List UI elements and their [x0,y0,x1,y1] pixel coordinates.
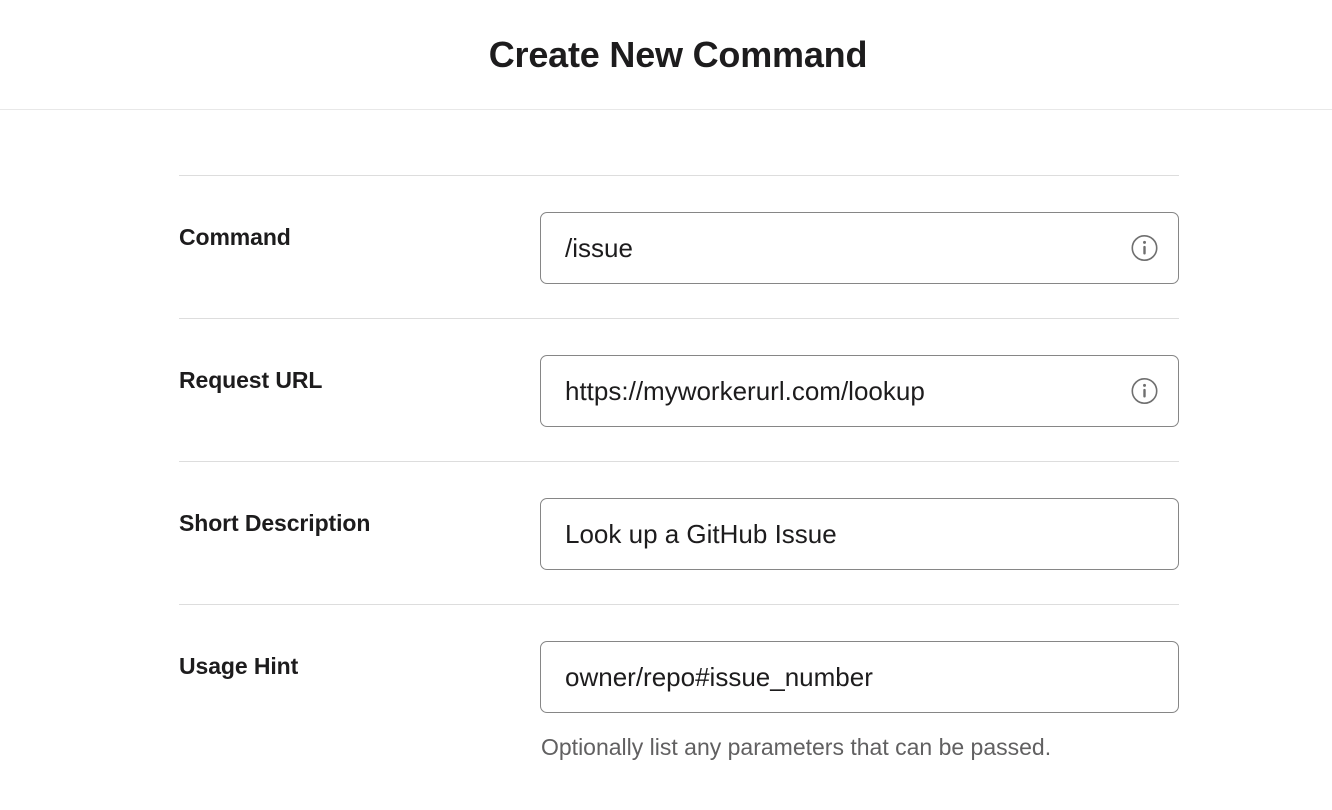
field-control-request-url [540,355,1179,427]
field-row-command: Command [179,176,1179,318]
field-label-command: Command [179,224,291,250]
short-description-input[interactable] [540,498,1179,570]
divider-after-command [179,318,1179,319]
usage-hint-helper-text: Optionally list any parameters that can … [541,734,1052,760]
input-wrap-command [540,212,1179,284]
field-label-request-url: Request URL [179,367,323,393]
field-label-short-description: Short Description [179,510,371,536]
input-wrap-short-description [540,498,1179,570]
field-row-usage-hint: Usage Hint Optionally list any parameter… [179,605,1179,797]
divider-top [179,175,1179,176]
input-wrap-request-url [540,355,1179,427]
field-label-usage-hint: Usage Hint [179,653,299,679]
usage-hint-input[interactable] [540,641,1179,713]
page-title: Create New Command [488,33,868,75]
request-url-input[interactable] [540,355,1179,427]
dialog-header: Create New Command [0,0,1332,110]
divider-after-request-url [179,461,1179,462]
command-input[interactable] [540,212,1179,284]
field-row-short-description: Short Description [179,462,1179,604]
create-command-form: Command [179,175,1179,797]
dialog-body: Command [0,110,1332,810]
divider-after-short-description [179,604,1179,605]
field-control-usage-hint: Optionally list any parameters that can … [540,641,1179,763]
field-row-request-url: Request URL [179,319,1179,461]
field-control-command [540,212,1179,284]
info-icon[interactable] [1131,378,1158,405]
input-wrap-usage-hint [540,641,1179,713]
info-icon[interactable] [1131,235,1158,262]
field-control-short-description [540,498,1179,570]
